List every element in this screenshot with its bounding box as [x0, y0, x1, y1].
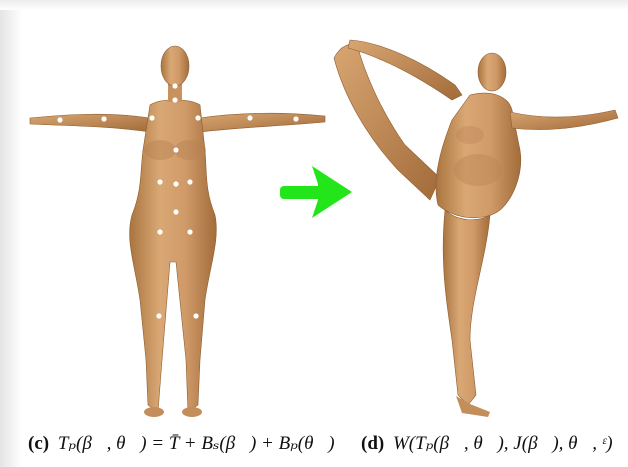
right-arrow-icon	[280, 166, 352, 218]
caption-c: (c) Tₚ(β⃗, θ⃗) = T̄ + Bₛ(β⃗) + Bₚ(θ⃗)	[28, 424, 335, 464]
caption-d-label: (d)	[361, 433, 384, 454]
figure-illustration	[0, 0, 628, 420]
caption-d: (d) W(Tₚ(β⃗, θ⃗), J(β⃗), θ⃗, ᵋ)	[361, 424, 613, 464]
caption-c-label: (c)	[28, 433, 49, 454]
caption-c-formula: Tₚ(β⃗, θ⃗) = T̄ + Bₛ(β⃗) + Bₚ(θ⃗)	[58, 433, 335, 454]
t-pose-body	[30, 46, 325, 417]
caption-d-formula: W(Tₚ(β⃗, θ⃗), J(β⃗), θ⃗, ᵋ)	[393, 433, 613, 454]
posed-body	[334, 40, 618, 417]
caption-row: (c) Tₚ(β⃗, θ⃗) = T̄ + Bₛ(β⃗) + Bₚ(θ⃗) (d…	[28, 424, 628, 464]
